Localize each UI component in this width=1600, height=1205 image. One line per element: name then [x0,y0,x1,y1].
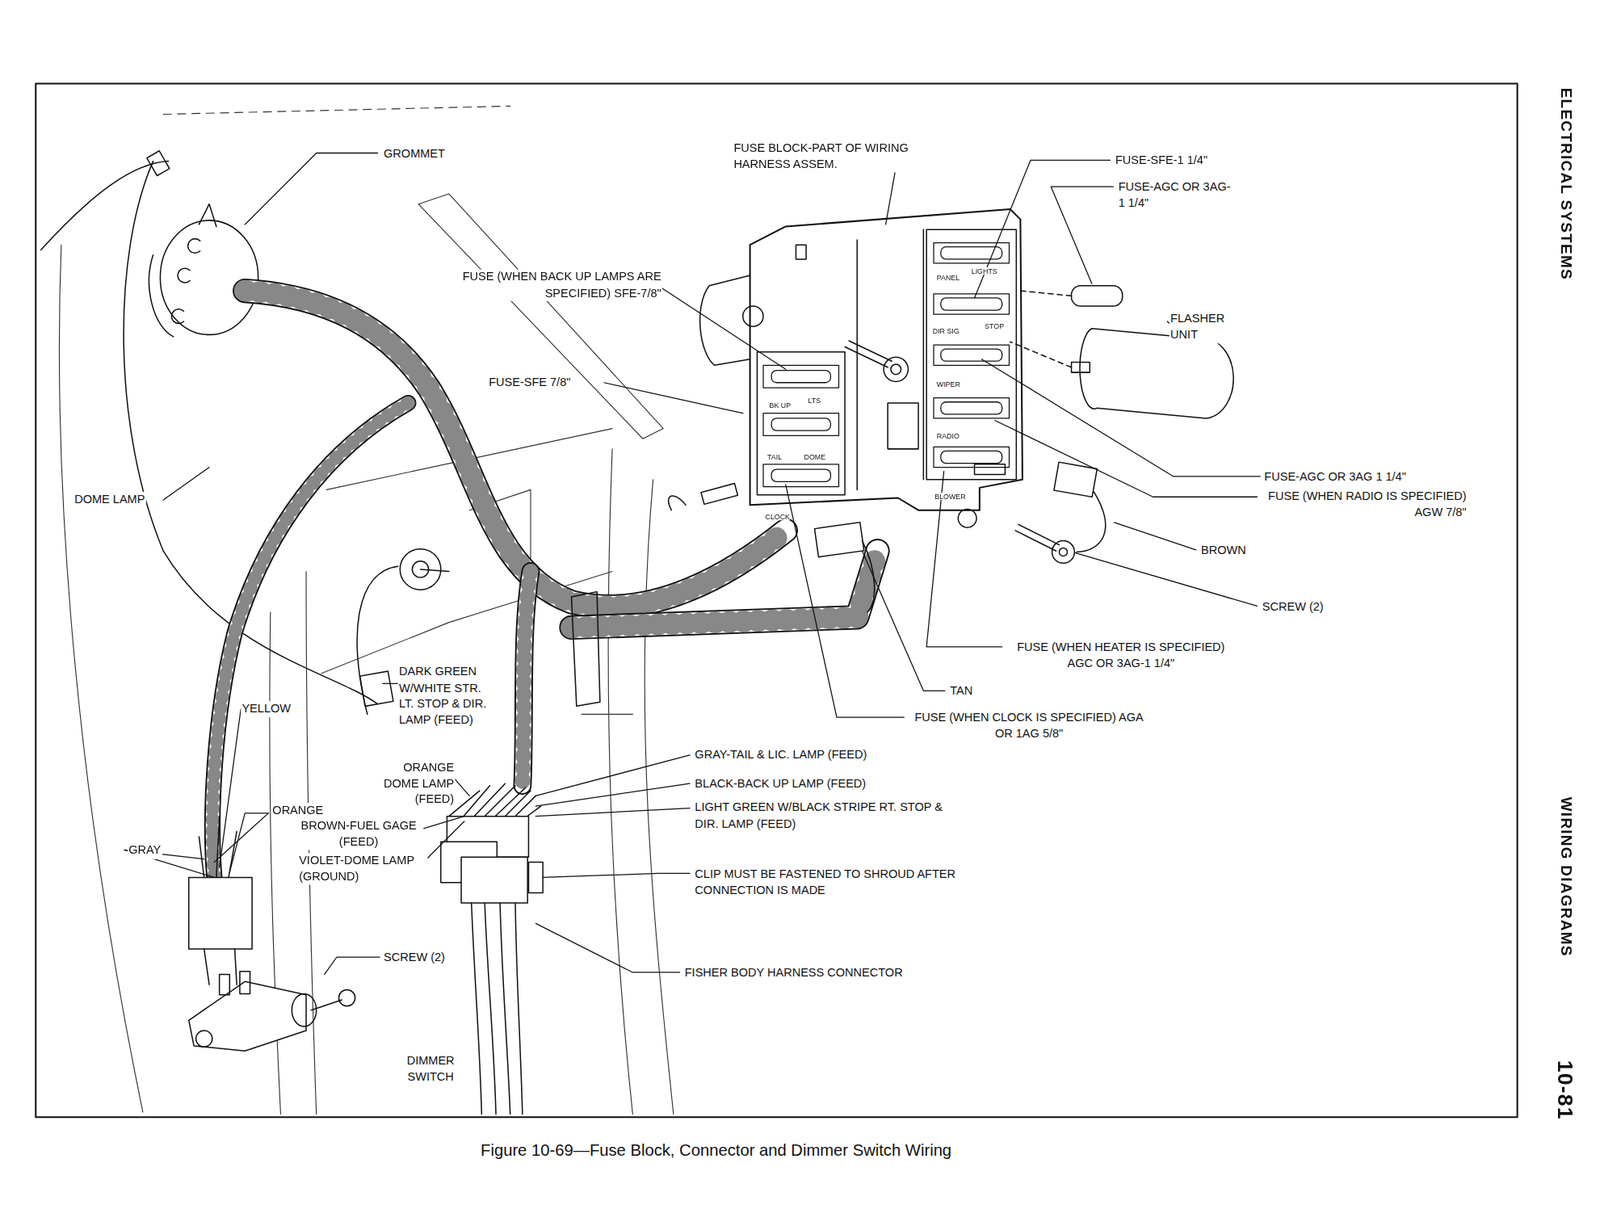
callout-label: BLACK-BACK UP LAMP (FEED) [693,776,867,793]
screws [844,340,1075,563]
fuse-position-label: DOME [804,453,827,461]
running-head: WIRING DIAGRAMS [1555,795,1577,958]
fuse-position-label: STOP [984,322,1004,330]
grommet [149,204,259,337]
callout-label: FUSE (WHEN HEATER IS SPECIFIED) AGC OR 3… [1004,639,1237,672]
callout-label: FUSE BLOCK-PART OF WIRING HARNESS ASSEM. [732,140,914,173]
callout-label: GROMMET [382,146,446,163]
callout-label: GRAY-TAIL & LIC. LAMP (FEED) [693,747,868,764]
callout-label: DARK GREEN W/WHITE STR. LT. STOP & DIR. … [398,663,500,727]
callout-label: SCREW (2) [382,949,446,966]
callout-label: VIOLET-DOME LAMP (GROUND) [298,852,428,885]
callout-label: SCREW (2) [1261,599,1325,616]
callout-label: FUSE-SFE 7/8" [487,374,572,391]
leader-lines [124,153,1260,975]
dimmer-switch [188,816,356,1052]
fuse-position-label: LIGHTS [971,267,998,275]
bracket [571,592,601,706]
fuse-position-label: TAIL [767,453,782,461]
dome-lamp-wire [41,151,378,705]
callout-label: FUSE-SFE-1 1/4" [1114,153,1210,170]
fuse-block [700,209,1023,528]
connectors [668,461,1106,613]
callout-label: DIMMER SWITCH [394,1053,468,1085]
fuse-position-label: LTS [808,396,822,404]
flasher-unit [1010,285,1234,419]
callout-label: FUSE-AGC OR 3AG-1 1/4" [1117,179,1231,211]
fuse-position-label: RADIO [936,432,960,441]
figure-caption: Figure 10-69—Fuse Block, Connector and D… [479,1139,954,1162]
fuse-position-label: BLOWER [934,492,966,500]
fuse-position-label: BK UP [769,402,792,410]
frame [35,83,1517,1118]
fuse-position-label: PANEL [936,274,960,282]
callout-label: BROWN-FUEL GAGE (FEED) [293,818,424,850]
callout-label: FUSE (WHEN CLOCK IS SPECIFIED) AGA OR 1A… [907,709,1150,742]
callout-label: ORANGE [271,802,324,819]
callout-label: YELLOW [240,701,292,718]
callout-label: ORANGE DOME LAMP (FEED) [369,760,455,808]
callout-label: BROWN [1200,542,1248,559]
running-head: 10-81 [1550,1058,1580,1122]
callout-label: TAN [949,683,975,700]
running-head: ELECTRICAL SYSTEMS [1555,86,1577,282]
callout-label: CLIP MUST BE FASTENED TO SHROUD AFTER CO… [693,866,997,899]
fuse-position-label: WIPER [936,380,961,388]
callout-label: FUSE (WHEN RADIO IS SPECIFIED) AGW 7/8" [1261,488,1468,521]
callout-label: FLASHER UNIT [1169,310,1244,343]
callout-label: FUSE (WHEN BACK UP LAMPS ARE SPECIFIED) … [410,269,663,302]
callout-label: GRAY [127,843,163,860]
callout-label: LIGHT GREEN W/BLACK STRIPE RT. STOP & DI… [693,799,946,832]
callout-label: DOME LAMP [73,491,147,509]
callout-label: FISHER BODY HARNESS CONNECTOR [683,965,903,982]
fuse-position-label: DIR SIG [932,327,960,336]
callout-label: FUSE-AGC OR 3AG 1 1/4" [1263,469,1407,486]
fuse-position-label: CLOCK [765,512,790,521]
